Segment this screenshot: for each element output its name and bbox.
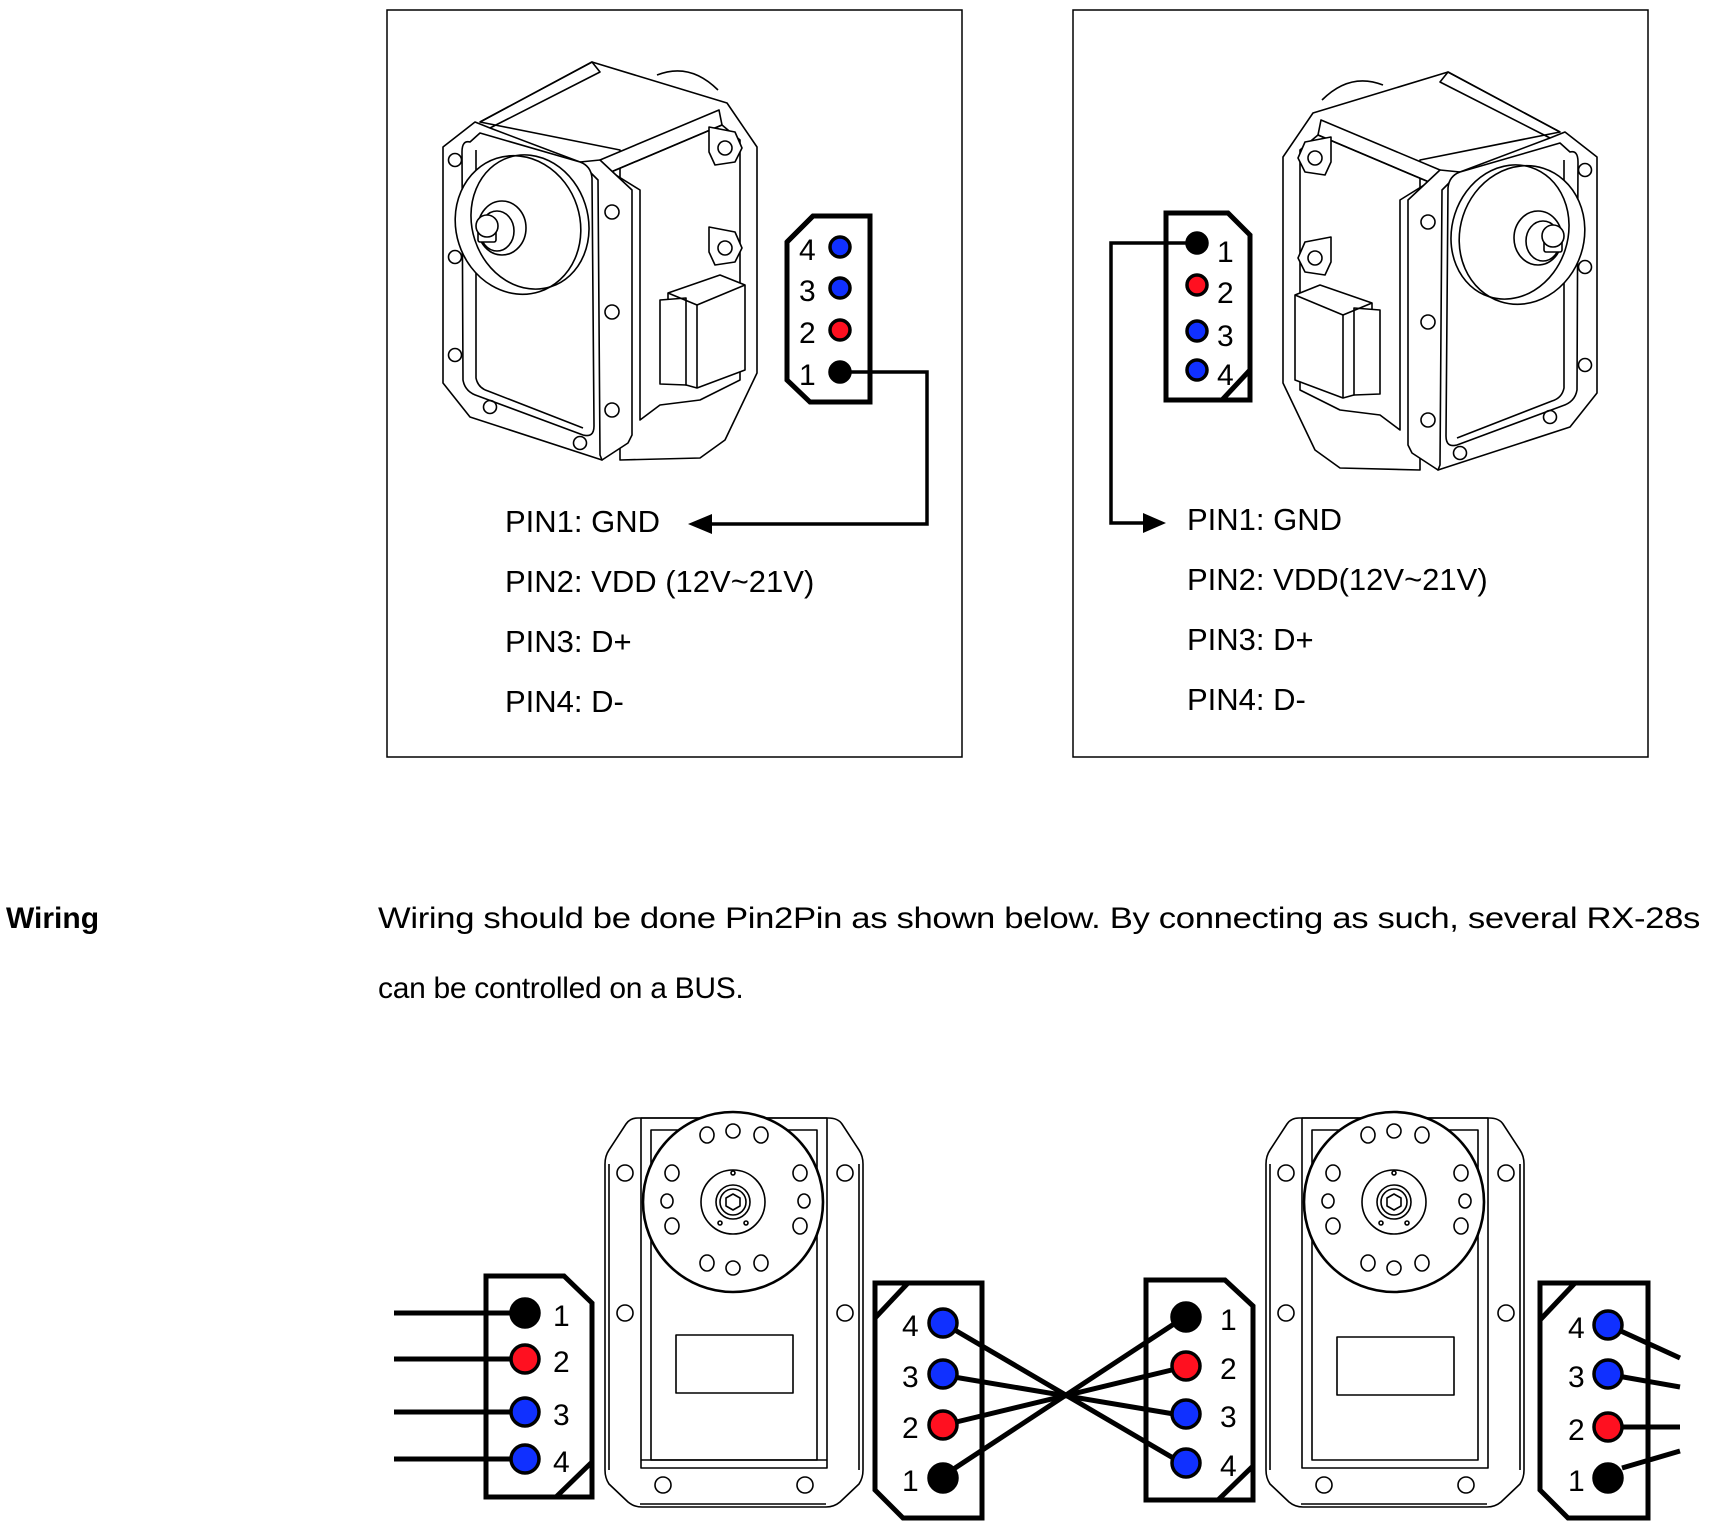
pin-number: 3 — [902, 1361, 919, 1394]
gnd-leader-line — [705, 370, 929, 526]
section-label-wiring: Wiring — [6, 902, 99, 935]
pin-label: PIN1: GND — [1187, 502, 1342, 537]
servo-isometric-drawing — [1282, 71, 1604, 471]
pin-number: 3 — [1220, 1401, 1237, 1434]
figure-frame — [1072, 9, 1649, 758]
pin-number: 1 — [1568, 1465, 1585, 1498]
pin-dot — [1592, 1462, 1624, 1494]
connector-diagram: 1 2 3 4 — [1163, 210, 1253, 403]
connector-dots-bc — [927, 1301, 1202, 1494]
pin-number: 3 — [553, 1399, 570, 1432]
pin-dot — [509, 1396, 541, 1428]
arrowhead-icon — [688, 514, 712, 534]
pin-label: PIN3: D+ — [505, 624, 632, 659]
servo-front-view — [1265, 1110, 1525, 1508]
pin-dot — [509, 1297, 541, 1329]
connector-servo2-output: 4 3 2 1 — [1537, 1280, 1682, 1521]
pin-label: PIN4: D- — [505, 684, 624, 719]
pin-dot — [828, 360, 852, 384]
pin-label: PIN2: VDD(12V~21V) — [1187, 562, 1488, 597]
pin-label: PIN1: GND — [505, 504, 660, 539]
servo-isometric-drawing — [436, 61, 758, 461]
figure-frame — [386, 9, 963, 758]
pin-number: 3 — [799, 275, 816, 308]
pin-dot — [1592, 1411, 1624, 1443]
pin-number: 1 — [553, 1300, 570, 1333]
pin-dot — [1185, 273, 1209, 297]
pin-number: 4 — [799, 234, 816, 267]
bus-wires — [944, 1317, 1182, 1477]
pin-number: 4 — [1220, 1450, 1237, 1483]
connector-servo2-input: 1 2 3 4 — [1143, 1277, 1256, 1503]
pin-dot — [1592, 1358, 1624, 1390]
pin-number: 2 — [1220, 1353, 1237, 1386]
pin-number: 2 — [1568, 1414, 1585, 1447]
connector-diagram: 4 3 2 1 — [784, 213, 873, 405]
pin-number: 1 — [799, 359, 816, 392]
pin-dot — [927, 1307, 959, 1339]
wiring-description-line2: can be controlled on a BUS. — [378, 972, 743, 1005]
pin-number: 2 — [799, 317, 816, 350]
pin-label: PIN2: VDD (12V~21V) — [505, 564, 814, 599]
pin-number: 4 — [553, 1446, 570, 1479]
arrowhead-icon — [1143, 513, 1166, 533]
pin-number: 2 — [902, 1412, 919, 1445]
pin-number: 1 — [1220, 1304, 1237, 1337]
pin-diagram-right: 1 2 3 4 PIN1: GND PIN2: VDD(12V~21V) PIN… — [1072, 9, 1649, 758]
pin-number: 1 — [902, 1465, 919, 1498]
connector-servo1-output: 4 3 2 1 — [872, 1280, 985, 1521]
pin-label: PIN4: D- — [1187, 682, 1306, 717]
pin-number: 2 — [1217, 277, 1234, 310]
pin-dot — [1170, 1398, 1202, 1430]
pin-dot — [1170, 1301, 1202, 1333]
wiring-diagram: 1 2 3 4 — [394, 1110, 1682, 1521]
pin-number: 4 — [902, 1310, 919, 1343]
pin-dot — [828, 235, 852, 259]
pin-number: 1 — [1217, 236, 1234, 269]
pin-dot — [828, 318, 852, 342]
pin-number: 3 — [1217, 320, 1234, 353]
pin-dot — [927, 1409, 959, 1441]
pin-dot — [509, 1343, 541, 1375]
pin-number: 4 — [1217, 359, 1234, 392]
pin-diagram-left: 4 3 2 1 PIN1: GND PIN2: VDD (12V~21V) PI… — [386, 9, 963, 758]
pin-label: PIN3: D+ — [1187, 622, 1314, 657]
wire-pin4 — [1610, 1324, 1682, 1361]
wiring-description-line1: Wiring should be done Pin2Pin as shown b… — [378, 902, 1700, 935]
wire-pin1 — [944, 1317, 1182, 1477]
gnd-leader-line — [1109, 241, 1190, 525]
pin-dot — [927, 1462, 959, 1494]
servo-front-view — [604, 1110, 864, 1508]
pin-dot — [828, 276, 852, 300]
pin-dot — [1185, 358, 1209, 382]
connector-input: 1 2 3 4 — [394, 1273, 595, 1500]
wire-pin1 — [1621, 1448, 1681, 1471]
pin-number: 3 — [1568, 1361, 1585, 1394]
pin-dot — [1592, 1309, 1624, 1341]
pin-dot — [927, 1358, 959, 1390]
pin-dot — [1185, 319, 1209, 343]
pin-number: 2 — [553, 1346, 570, 1379]
pin-dot — [509, 1443, 541, 1475]
pin-dot — [1170, 1350, 1202, 1382]
pin-dot — [1170, 1447, 1202, 1479]
pin-number: 4 — [1568, 1312, 1585, 1345]
